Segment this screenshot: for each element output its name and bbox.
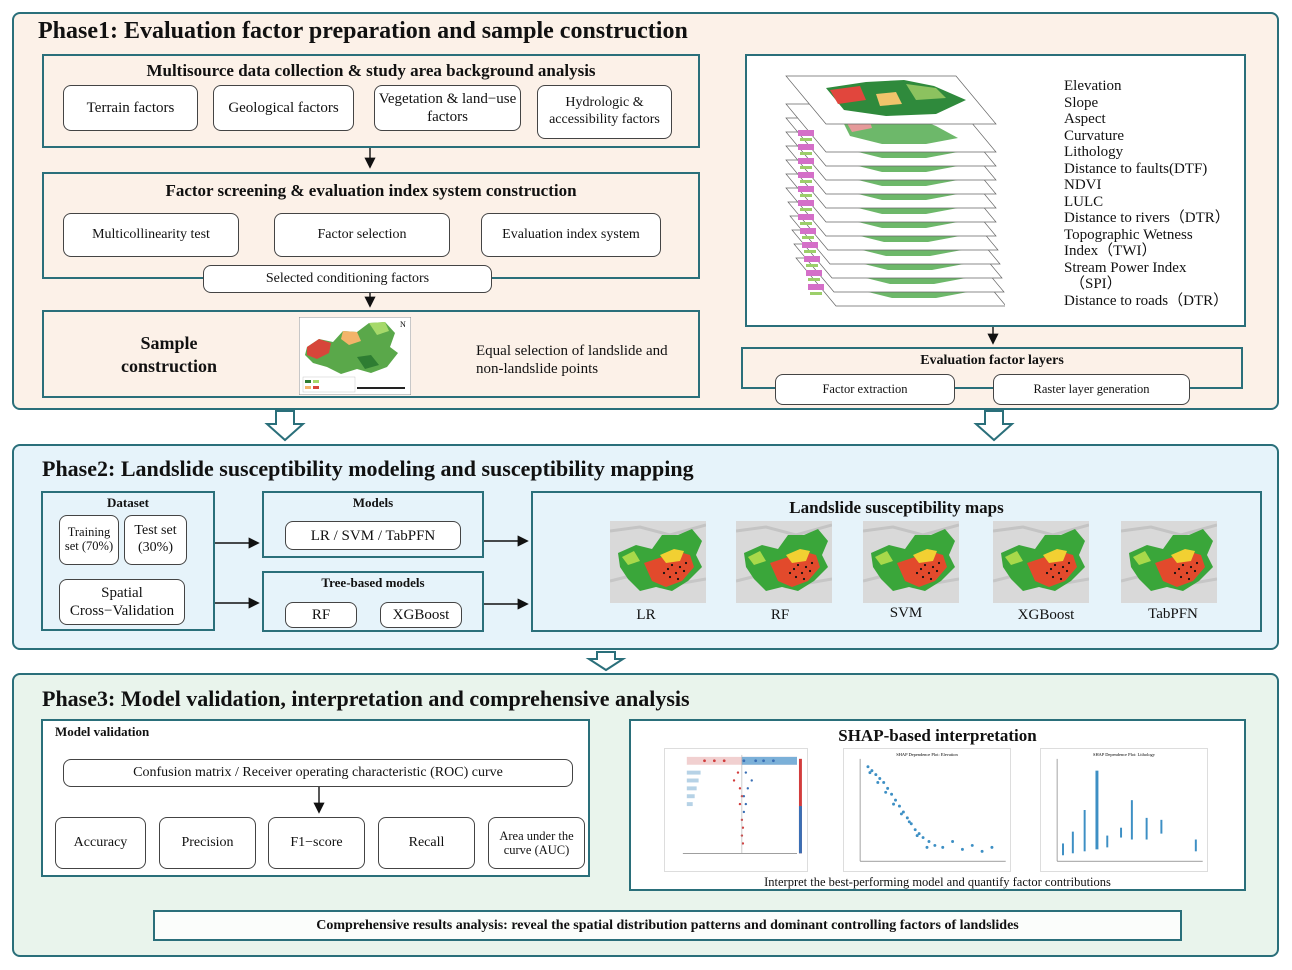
sample-heading: Sample construction: [121, 333, 217, 376]
map-label-tabpfn: TabPFN: [1148, 606, 1198, 622]
spatial-cv-box: Spatial Cross−Validation: [59, 579, 185, 625]
map-svm: [863, 521, 959, 603]
phase1-title: Phase1: Evaluation factor preparation an…: [38, 18, 688, 44]
map-xgboost: [993, 521, 1089, 603]
training-set-box: Training set (70%): [59, 515, 119, 565]
multicollinearity-box: Multicollinearity test: [63, 213, 239, 257]
vegetation-landuse-box: Vegetation & land−use factors: [374, 85, 521, 131]
factor-lulc: LULC: [1064, 193, 1104, 210]
map-tabpfn: [1121, 521, 1217, 603]
f1-score-box: F1−score: [268, 817, 365, 869]
factor-screening-heading: Factor screening & evaluation index syst…: [165, 181, 577, 200]
tree-models-section: [262, 571, 484, 632]
hydrologic-accessibility-box: Hydrologic & accessibility factors: [537, 85, 672, 139]
factor-dtf: Distance to faults(DTF): [1064, 160, 1208, 177]
map-label-lr: LR: [636, 607, 656, 623]
shap-lithology-title: SHAP Dependence Plot: Lithology: [1093, 752, 1156, 757]
factor-slope: Slope: [1064, 94, 1099, 111]
lr-svm-tabpfn-box: LR / SVM / TabPFN: [285, 521, 461, 550]
factor-extraction-box: Factor extraction: [775, 374, 955, 405]
map-lr: [610, 521, 706, 603]
map-label-svm: SVM: [889, 605, 923, 621]
selected-factors-box: Selected conditioning factors: [203, 265, 492, 293]
map-rf: [736, 521, 832, 603]
factor-lithology: Lithology: [1064, 144, 1124, 160]
data-collection-heading: Multisource data collection & study area…: [146, 61, 596, 80]
rf-box: RF: [285, 602, 357, 628]
factor-selection-box: Factor selection: [274, 213, 450, 257]
phase3-title: Phase3: Model validation, interpretation…: [42, 686, 690, 711]
evaluation-layers-heading: Evaluation factor layers: [920, 353, 1064, 368]
factor-aspect: Aspect: [1064, 111, 1106, 127]
data-collection-section: [42, 54, 700, 148]
factor-twi-2: Index（TWI）: [1064, 243, 1157, 259]
factor-spi-2: （SPI）: [1070, 276, 1122, 292]
factor-ndvi: NDVI: [1064, 177, 1102, 193]
models-section: [262, 491, 484, 558]
comprehensive-analysis-text: Comprehensive results analysis: reveal t…: [316, 917, 1019, 933]
map-label-rf: RF: [770, 607, 790, 623]
tree-models-heading: Tree-based models: [321, 575, 425, 590]
factor-twi-1: Topographic Wetness: [1064, 226, 1193, 243]
susceptibility-maps-heading: Landslide susceptibility maps: [789, 498, 1004, 517]
shap-elevation-title: SHAP Dependence Plot: Elevation: [896, 752, 958, 757]
sample-description: Equal selection of landslide and non-lan…: [476, 343, 668, 377]
recall-box: Recall: [378, 817, 475, 869]
comprehensive-analysis-box: Comprehensive results analysis: reveal t…: [153, 910, 1182, 941]
factor-curvature: Curvature: [1064, 127, 1124, 144]
evaluation-layers-section: [741, 347, 1243, 389]
susceptibility-maps-section: [531, 491, 1262, 632]
precision-box: Precision: [159, 817, 256, 869]
accuracy-box: Accuracy: [55, 817, 146, 869]
factor-list: Elevation Slope Aspect Curvature Litholo…: [1064, 78, 1230, 309]
shap-summary-plot: [664, 748, 808, 872]
evaluation-index-box: Evaluation index system: [481, 213, 661, 257]
phase2-title: Phase2: Landslide susceptibility modelin…: [42, 456, 694, 481]
study-area-map: N: [299, 317, 411, 395]
factor-spi-1: Stream Power Index: [1064, 259, 1187, 276]
validation-heading: Model validation: [55, 724, 150, 739]
dataset-section: [41, 491, 215, 631]
models-heading: Models: [352, 495, 394, 510]
map-label-xgboost: XGBoost: [1017, 607, 1075, 623]
shap-dependence-elevation: SHAP Dependence Plot: Elevation: [843, 748, 1011, 872]
factor-dtr-rivers: Distance to rivers（DTR）: [1064, 210, 1230, 226]
svg-text:N: N: [400, 320, 406, 329]
sample-section: [42, 310, 700, 398]
shap-heading: SHAP-based interpretation: [838, 726, 1037, 745]
shap-caption: Interpret the best-performing model and …: [764, 875, 1111, 889]
factor-layer-stack: [785, 75, 1005, 307]
dataset-heading: Dataset: [107, 495, 149, 510]
confusion-roc-box: Confusion matrix / Receiver operating ch…: [63, 759, 573, 787]
factor-dtr-roads: Distance to roads（DTR）: [1064, 292, 1229, 309]
shap-dependence-lithology: SHAP Dependence Plot: Lithology: [1040, 748, 1208, 872]
geological-factors-box: Geological factors: [213, 85, 354, 131]
factor-elevation: Elevation: [1064, 78, 1122, 94]
test-set-box: Test set (30%): [124, 515, 187, 565]
xgboost-box: XGBoost: [380, 602, 462, 628]
terrain-factors-box: Terrain factors: [63, 85, 198, 131]
raster-generation-box: Raster layer generation: [993, 374, 1190, 405]
auc-box: Area under the curve (AUC): [488, 817, 585, 869]
